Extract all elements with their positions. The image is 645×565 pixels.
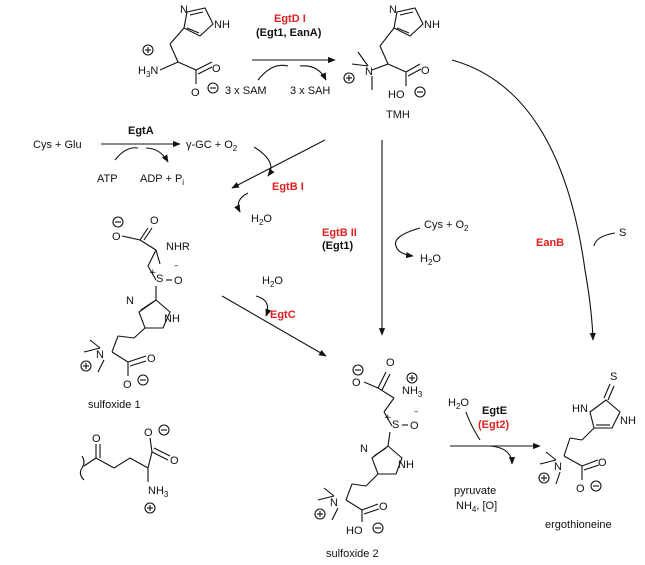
svg-text:O: O	[386, 357, 395, 369]
svg-text:N: N	[330, 497, 338, 509]
svg-text:NHR: NHR	[166, 241, 190, 253]
svg-text:N: N	[360, 443, 368, 455]
reaction-egtb1: EgtB I H2O	[231, 139, 326, 227]
sah-label: 3 x SAH	[290, 85, 330, 97]
enzyme-egta: EgtA	[128, 125, 154, 137]
svg-text:S: S	[610, 371, 617, 383]
cys-glu-label: Cys + Glu	[33, 139, 82, 151]
svg-text:–: –	[414, 407, 419, 417]
water-egtc: H2O	[262, 275, 283, 289]
svg-text:O: O	[112, 231, 121, 243]
svg-text:O: O	[92, 433, 101, 445]
sulfoxide2-label: sulfoxide 2	[326, 548, 379, 560]
reaction-egtb2: EgtB II (Egt1) Cys + O2 H2O	[322, 140, 469, 336]
svg-text:O: O	[174, 275, 183, 287]
svg-text:–: –	[174, 261, 179, 271]
ergothioneine-structure: S HN NH N O O ergothioneine	[538, 371, 636, 531]
svg-text:O: O	[150, 215, 159, 227]
enzyme-egtb2: EgtB II	[322, 227, 357, 239]
histidine-structure: N NH O O H3N	[138, 4, 230, 99]
svg-text:HO: HO	[388, 89, 405, 101]
svg-text:+: +	[384, 413, 392, 423]
enzyme-egtc: EgtC	[270, 309, 296, 321]
reaction-egta: Cys + Glu EgtA ATP ADP + Pi γ-GC + O2	[33, 125, 238, 187]
atp-label: ATP	[97, 173, 118, 185]
svg-text:S: S	[156, 273, 163, 285]
svg-text:NH3: NH3	[148, 485, 169, 499]
reaction-eanb: EanB S	[451, 59, 626, 341]
atom-nh: NH	[214, 19, 230, 31]
svg-text:N: N	[389, 4, 397, 16]
r-group-structure: O O O NH3	[79, 424, 179, 514]
enzyme-egte: EgtE	[482, 405, 507, 417]
svg-text:N: N	[554, 461, 562, 473]
tmh-label: TMH	[386, 109, 410, 121]
svg-text:O: O	[352, 377, 361, 389]
ggc-label: γ-GC + O2	[186, 139, 238, 153]
svg-text:N: N	[365, 66, 373, 78]
svg-text:O: O	[144, 427, 153, 439]
sulfoxide1-label: sulfoxide 1	[88, 399, 141, 411]
atom-n: N	[180, 4, 188, 16]
sulfoxide2-structure: O O NH3 S + – O N NH N O HO sulfoxide	[314, 357, 423, 560]
svg-text:NH: NH	[620, 415, 636, 427]
reaction-egtc: H2O EgtC	[221, 275, 327, 357]
sam-label: 3 x SAM	[225, 85, 267, 97]
svg-text:O: O	[147, 353, 156, 365]
svg-text:NH: NH	[398, 459, 414, 471]
svg-text:O: O	[170, 455, 179, 467]
tmh-structure: N NH N O HO TMH	[343, 4, 440, 121]
sulfur-label: S	[619, 227, 626, 239]
atom-o: O	[212, 63, 221, 75]
enzyme-egtb1: EgtB I	[272, 181, 304, 193]
svg-text:O: O	[576, 483, 585, 495]
svg-text:O: O	[421, 65, 430, 77]
adp-label: ADP + Pi	[140, 173, 184, 187]
svg-text:NH: NH	[424, 19, 440, 31]
enzyme-egte-alt: (Egt2)	[478, 419, 510, 431]
svg-text:N: N	[126, 295, 134, 307]
svg-text:N: N	[96, 349, 104, 361]
svg-text:HO: HO	[346, 525, 363, 537]
svg-text:O: O	[410, 420, 419, 432]
ergothioneine-label: ergothioneine	[545, 519, 612, 531]
svg-text:HN: HN	[572, 403, 588, 415]
reaction-egte: H2O EgtE (Egt2) pyruvate NH4, [O]	[448, 397, 541, 514]
cys-o2-label: Cys + O2	[424, 219, 469, 233]
ammonium-label: NH4, [O]	[456, 500, 497, 514]
enzyme-egtb2-alt: (Egt1)	[322, 240, 354, 252]
water-egtb2: H2O	[420, 253, 441, 267]
svg-text:O: O	[123, 379, 132, 391]
svg-text:NH3: NH3	[402, 385, 423, 399]
enzyme-egtd: EgtD I	[274, 13, 306, 25]
svg-text:H3N: H3N	[138, 65, 158, 79]
reaction-egtd: EgtD I (Egt1, EanA) 3 x SAM 3 x SAH	[225, 13, 336, 97]
svg-text:NH: NH	[164, 313, 180, 325]
svg-text:+: +	[149, 268, 157, 278]
atom-o-minus: O	[191, 87, 200, 99]
enzyme-egtd-alt: (Egt1, EanA)	[256, 27, 322, 39]
svg-text:O: O	[598, 457, 607, 469]
pyruvate-label: pyruvate	[454, 485, 496, 497]
sulfoxide1-structure: O O NHR S + – O N NH N O O	[80, 215, 190, 411]
svg-text:S: S	[392, 419, 399, 431]
svg-text:O: O	[379, 501, 388, 513]
enzyme-eanb: EanB	[536, 237, 564, 249]
water-egtb1: H2O	[251, 213, 272, 227]
water-egte: H2O	[448, 397, 469, 411]
